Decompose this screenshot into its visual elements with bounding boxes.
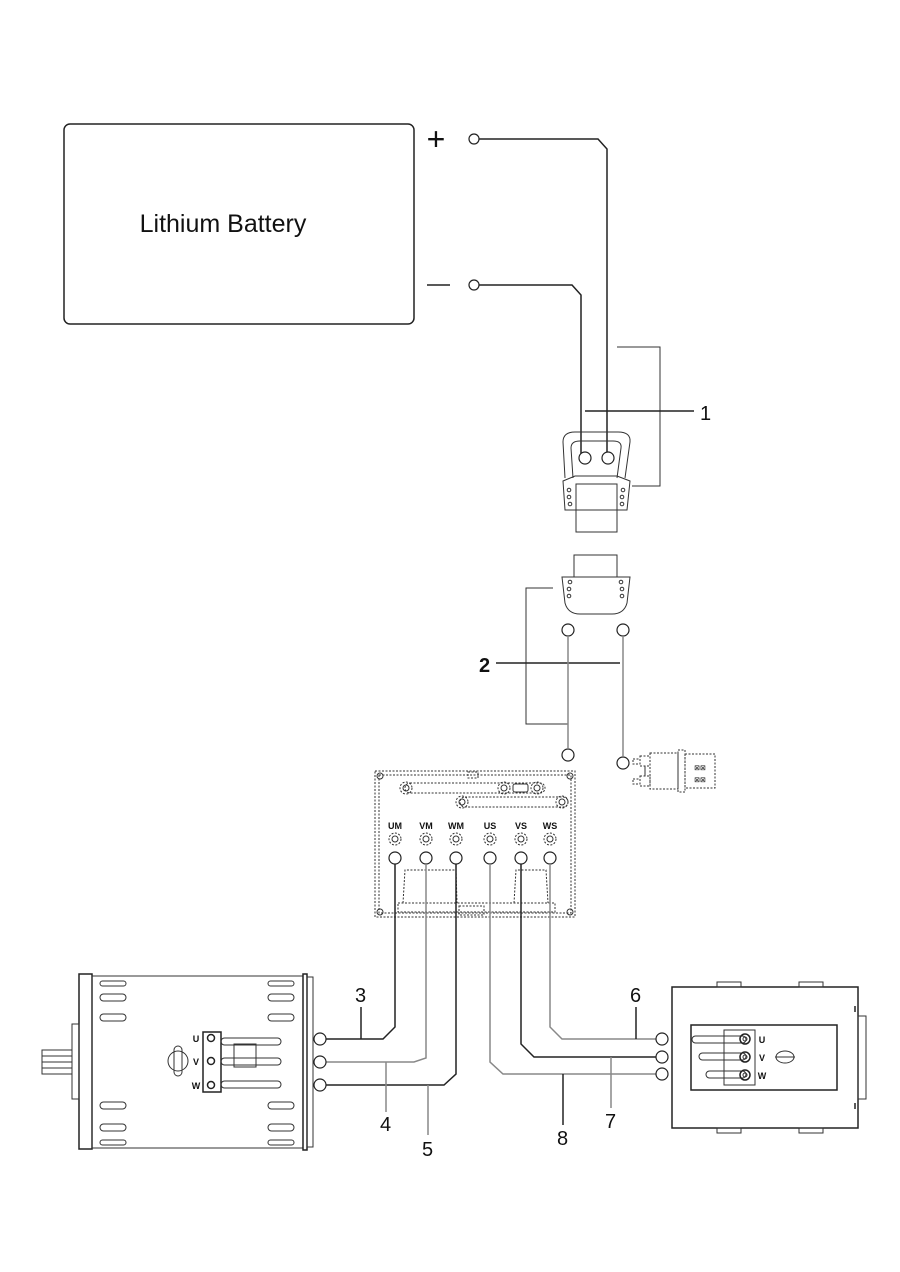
motor-terminal-v: V	[193, 1057, 199, 1067]
svg-text:⊠⊠: ⊠⊠	[694, 777, 706, 784]
cable-7	[520, 864, 660, 1058]
truck-connector	[561, 554, 631, 637]
callout-4: 4	[380, 1114, 391, 1136]
pump-terminal-w: W	[758, 1071, 767, 1081]
cable-6	[549, 864, 660, 1040]
terminal-wm: WM	[448, 821, 464, 865]
pump-motor: U V W	[655, 981, 867, 1134]
svg-text:VS: VS	[515, 821, 527, 831]
connector-handle-outer	[562, 431, 631, 479]
cable-5	[325, 864, 457, 1086]
contactor: ⊠⊠ ⊠⊠	[632, 749, 716, 793]
traction-motor: U V W	[41, 973, 327, 1151]
connector-pin	[578, 451, 592, 465]
controller-power-terminal	[561, 748, 575, 762]
callout-3: 3	[355, 985, 366, 1007]
battery-positive-terminal	[468, 133, 480, 145]
callout-1-bracket	[617, 346, 661, 487]
battery-label: Lithium Battery	[140, 210, 307, 238]
motor-flange	[78, 973, 93, 1150]
pump-terminal-u: U	[759, 1035, 766, 1045]
callout-1: 1	[700, 403, 711, 425]
connector-plug	[575, 483, 618, 533]
connector-pin	[601, 451, 615, 465]
connector-housing	[561, 576, 631, 615]
battery-negative-terminal	[468, 279, 480, 291]
positive-symbol: +	[427, 121, 446, 157]
negative-cable	[479, 284, 582, 460]
cable-8	[489, 864, 660, 1075]
pump-terminal-v: V	[759, 1053, 765, 1063]
battery-connector	[562, 431, 631, 533]
terminal-vm: VM	[419, 821, 433, 865]
lithium-battery: Lithium Battery +	[63, 121, 480, 325]
svg-text:UM: UM	[388, 821, 402, 831]
terminal-um: UM	[388, 821, 402, 865]
svg-text:WM: WM	[448, 821, 464, 831]
cable-4	[325, 864, 427, 1063]
motor-controller	[374, 770, 576, 918]
battery-body	[63, 123, 415, 325]
svg-text:⊠⊠: ⊠⊠	[694, 765, 706, 772]
contactor-terminal	[616, 756, 630, 770]
svg-text:US: US	[484, 821, 497, 831]
callout-7: 7	[605, 1111, 616, 1133]
motor-terminal-u: U	[193, 1034, 200, 1044]
controller-terminals: UM VM WM US VS WS	[388, 821, 558, 865]
svg-text:WS: WS	[543, 821, 558, 831]
terminal-ws: WS	[543, 821, 558, 865]
callout-2: 2	[479, 655, 490, 677]
motor-terminal-w: W	[192, 1081, 201, 1091]
svg-text:VM: VM	[419, 821, 433, 831]
callout-2-bracket	[525, 587, 568, 725]
controller-housing	[374, 770, 576, 918]
terminal-vs: VS	[514, 821, 528, 865]
terminal-us: US	[483, 821, 497, 865]
callout-8: 8	[557, 1128, 568, 1150]
callout-6: 6	[630, 985, 641, 1007]
positive-cable	[479, 138, 608, 460]
callout-5: 5	[422, 1139, 433, 1161]
cable-3	[325, 864, 396, 1040]
pump-terminal-panel	[690, 1024, 838, 1091]
